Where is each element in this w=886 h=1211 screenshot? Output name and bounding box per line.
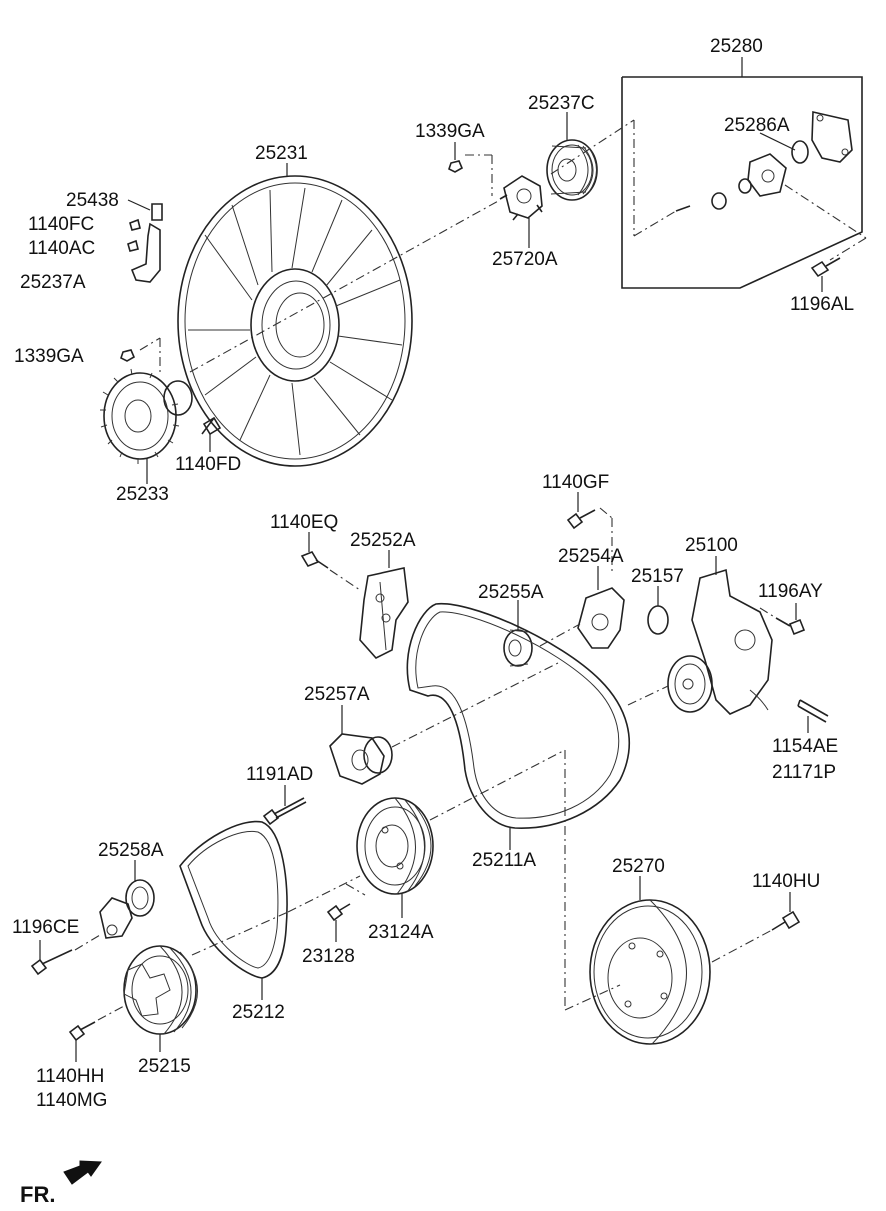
part-25100-water-pump[interactable] (667, 568, 773, 715)
part-1140FD-bolt[interactable] (201, 416, 222, 436)
part-25237C-pulley[interactable] (546, 139, 598, 201)
part-23124A-pulley[interactable] (356, 797, 434, 895)
part-25212-accessory-belt[interactable] (179, 820, 288, 979)
label-1196AY: 1196AY (758, 581, 823, 602)
part-25258A-idler[interactable] (99, 879, 155, 939)
label-1140FD: 1140FD (175, 454, 241, 475)
part-1140EQ-bolt[interactable] (300, 551, 329, 569)
label-1196CE: 1196CE (12, 917, 79, 938)
label-1196AL: 1196AL (790, 294, 854, 315)
part-1339GA-nut-top[interactable] (448, 160, 464, 173)
label-25254A: 25254A (558, 546, 624, 567)
part-1140HH-bolt[interactable] (68, 1021, 96, 1042)
part-1196AL-bolt[interactable] (810, 257, 841, 278)
part-1140GF-bolt[interactable] (566, 509, 596, 530)
label-25720A: 25720A (492, 249, 558, 270)
label-1140MG: 1140MG (36, 1090, 107, 1111)
label-25237C: 25237C (528, 93, 595, 114)
label-1339GA-left: 1339GA (14, 346, 84, 367)
part-25720A-hub[interactable] (499, 175, 543, 221)
label-25270: 25270 (612, 856, 665, 877)
part-25215-damper-pulley[interactable] (123, 945, 198, 1035)
label-23124A: 23124A (368, 922, 434, 943)
label-25231: 25231 (255, 143, 308, 164)
label-1140HU: 1140HU (752, 871, 820, 892)
part-1196CE-bolt[interactable] (30, 949, 73, 976)
part-25286A-hub[interactable] (675, 111, 853, 212)
label-1154AE: 1154AE (772, 736, 838, 757)
part-23128-bolt[interactable] (326, 903, 351, 922)
label-25255A: 25255A (478, 582, 544, 603)
label-25215: 25215 (138, 1056, 191, 1077)
label-25212: 25212 (232, 1002, 285, 1023)
part-1339GA-nut-left[interactable] (120, 349, 136, 362)
label-25157: 25157 (631, 566, 684, 587)
label-25237A: 25237A (20, 272, 86, 293)
assembly-box-25280 (621, 57, 863, 289)
label-1339GA-top: 1339GA (415, 121, 485, 142)
label-25252A: 25252A (350, 530, 416, 551)
label-25257A: 25257A (304, 684, 370, 705)
label-23128: 23128 (302, 946, 355, 967)
part-25254A-idler-bracket[interactable] (577, 587, 625, 649)
part-1196AY-bolt[interactable] (775, 617, 806, 636)
label-25438: 25438 (66, 190, 119, 211)
label-1140AC: 1140AC (28, 238, 95, 259)
label-1140FC: 1140FC (28, 214, 94, 235)
part-1140AC-bolt[interactable] (127, 239, 139, 252)
part-1154AE-stud[interactable] (797, 699, 829, 723)
part-25157-o-ring[interactable] (647, 605, 669, 635)
label-1140GF: 1140GF (542, 472, 609, 493)
part-1191AD-bolt[interactable] (262, 797, 307, 826)
part-25252A-bracket[interactable] (359, 567, 409, 659)
part-1140FC-bolt[interactable] (129, 218, 141, 231)
label-25211A: 25211A (472, 850, 536, 871)
label-25280: 25280 (710, 36, 763, 57)
part-25270-damper[interactable] (589, 899, 711, 1045)
front-direction-arrow-icon (63, 1160, 102, 1185)
label-25233: 25233 (116, 484, 169, 505)
part-25211A-drive-belt[interactable] (406, 603, 630, 829)
part-25233-fan-clutch[interactable] (100, 368, 193, 464)
label-1191AD: 1191AD (246, 764, 313, 785)
front-indicator-label: FR. (20, 1182, 55, 1207)
part-25257A-tensioner[interactable] (329, 733, 393, 785)
label-25286A: 25286A (724, 115, 790, 136)
part-25231-fan[interactable] (177, 175, 413, 467)
label-25258A: 25258A (98, 840, 164, 861)
label-25100: 25100 (685, 535, 738, 556)
part-25438-sensor-bracket[interactable] (130, 203, 163, 283)
label-1140HH: 1140HH (36, 1066, 104, 1087)
part-1140HU-bolt[interactable] (771, 910, 801, 931)
label-21171P: 21171P (772, 762, 836, 783)
label-1140EQ: 1140EQ (270, 512, 338, 533)
